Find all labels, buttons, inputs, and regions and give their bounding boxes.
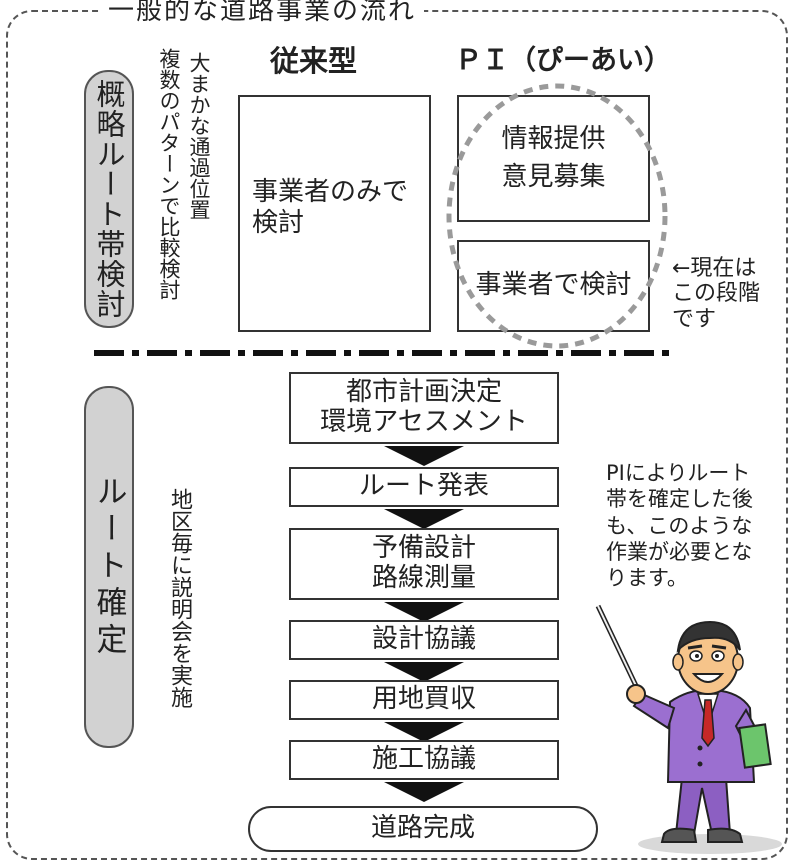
- pill-route-band-study: 概略ルート帯検討: [84, 70, 134, 328]
- header-pi: ＰＩ（ぴーあい）: [455, 45, 671, 76]
- note-pi-after-line2: 帯を確定した後: [606, 487, 753, 512]
- presenter-illustration: [595, 604, 782, 854]
- pill-route-fixed: ルート確定: [84, 386, 134, 748]
- pill-route-fixed-label: ルート確定: [90, 474, 127, 660]
- phase-divider: [94, 350, 676, 356]
- box-pi-info: 情報提供 意見募集: [457, 95, 650, 222]
- note-rough-position: 大まかな通過位置: [187, 52, 211, 220]
- flow-arrow: [384, 509, 464, 529]
- flow-step-design-consultation: 設計協議: [289, 620, 559, 660]
- flow-step-city-planning: 都市計画決定 環境アセスメント: [289, 372, 559, 444]
- note-compare-patterns: 複数のパターンで比較検討: [157, 48, 181, 300]
- box-pi-info-line1: 情報提供: [501, 123, 606, 154]
- box-conventional: 事業者のみで 検討: [238, 95, 431, 332]
- box-pi-operator-label: 事業者で検討: [475, 270, 632, 301]
- flow-step-road-complete: 道路完成: [248, 806, 598, 852]
- flow-step-construction-consultation-label: 施工協議: [371, 744, 476, 775]
- current-stage-highlight: [446, 83, 668, 349]
- flow-arrow: [384, 662, 464, 682]
- note-pi-after-line4: 作業が必要とな: [606, 539, 753, 564]
- note-area-briefings: 地区毎に説明会を実施: [167, 488, 192, 708]
- flow-step-city-planning-line1: 都市計画決定: [345, 377, 502, 408]
- header-conventional: 従来型: [270, 44, 358, 78]
- flow-arrow: [384, 722, 464, 742]
- note-pi-after-line3: も、このような: [606, 513, 753, 538]
- note-pi-after-line5: ります。: [606, 566, 688, 590]
- note-current-stage-line3: です: [672, 306, 717, 332]
- pill-route-band-study-label: 概略ルート帯検討: [92, 79, 126, 319]
- note-current-stage-line2: この段階: [672, 281, 761, 307]
- note-pi-after: PIによりルート 帯を確定した後 も、このような 作業が必要とな ります。: [606, 460, 753, 591]
- diagram-title: 一般的な道路事業の流れ: [100, 0, 425, 27]
- note-pi-after-line1: PIによりルート: [606, 461, 751, 485]
- flow-step-road-complete-label: 道路完成: [370, 813, 475, 844]
- box-pi-info-line2: 意見募集: [501, 161, 606, 192]
- flow-arrow: [384, 446, 464, 466]
- flow-step-preliminary-design-line1: 予備設計: [371, 533, 476, 564]
- flow-step-city-planning-line2: 環境アセスメント: [320, 407, 528, 437]
- flow-step-preliminary-design: 予備設計 路線測量: [289, 528, 559, 600]
- note-current-stage: ←現在は この段階 です: [672, 256, 760, 332]
- box-conventional-line2: 検討: [252, 208, 305, 239]
- pointer-stick-icon: [595, 604, 641, 692]
- flow-step-design-consultation-label: 設計協議: [371, 624, 476, 655]
- flow-step-land-acquisition-label: 用地買収: [371, 684, 476, 715]
- flow-step-route-announce: ルート発表: [289, 467, 559, 507]
- box-conventional-line1: 事業者のみで: [252, 177, 409, 207]
- flow-step-construction-consultation: 施工協議: [289, 740, 559, 780]
- flow-arrow: [384, 782, 464, 802]
- flow-step-preliminary-design-line2: 路線測量: [371, 563, 476, 593]
- flow-step-land-acquisition: 用地買収: [289, 680, 559, 720]
- note-current-stage-line1: ←現在は: [672, 256, 757, 281]
- flow-arrow: [384, 602, 464, 622]
- flow-step-route-announce-label: ルート発表: [358, 471, 489, 502]
